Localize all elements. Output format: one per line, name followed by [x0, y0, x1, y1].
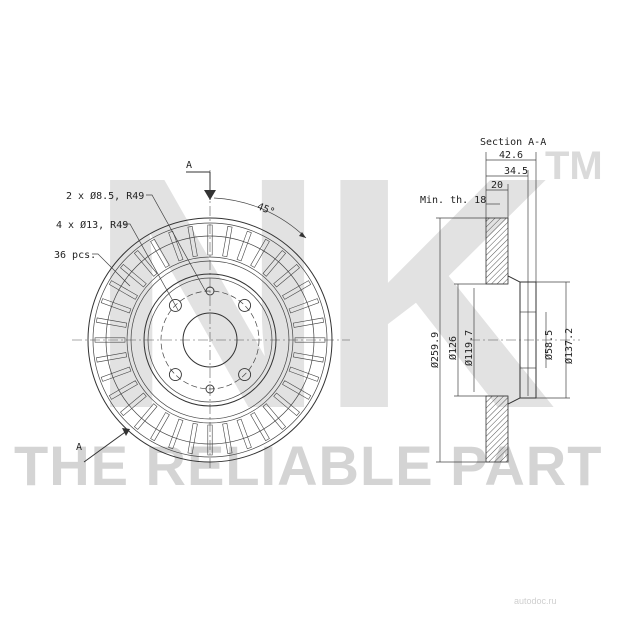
- friction-ring-bottom: [485, 395, 509, 463]
- cooling-vane: [168, 418, 184, 450]
- section-arrow-top-icon: [204, 190, 216, 200]
- locating-hole: [205, 384, 215, 394]
- cooling-vane: [100, 366, 132, 382]
- cooling-vane: [273, 392, 300, 417]
- cooling-vane: [250, 238, 270, 268]
- cooling-vane: [288, 298, 320, 314]
- section-arrow-bottom-icon: [122, 428, 130, 436]
- wheel-hole: [238, 368, 252, 382]
- angle-label: 45°: [255, 201, 276, 218]
- cooling-vane: [133, 403, 158, 430]
- bolt-circle: [160, 290, 260, 390]
- rotor-outer-edge: [87, 217, 333, 463]
- section-title: Section A-A: [480, 137, 546, 148]
- cooling-vane: [207, 424, 213, 456]
- cooling-vane: [120, 263, 147, 288]
- cooling-vanes: [94, 224, 326, 456]
- hat-outer-circle: [143, 273, 277, 407]
- cooling-vane: [282, 280, 312, 300]
- callout-vanes: 36 pcs.: [54, 250, 96, 261]
- cooling-vane: [94, 337, 126, 343]
- cooling-vane: [207, 224, 213, 256]
- cooling-vane: [133, 250, 158, 277]
- vane-inner-ring: [126, 256, 294, 424]
- dim-hat-outer-diameter: Ø137.2: [563, 328, 575, 364]
- wheel-hole: [238, 298, 252, 312]
- cooling-vane: [187, 422, 198, 454]
- cooling-vane: [262, 250, 287, 277]
- callout-wheel-holes-leader: [124, 223, 179, 311]
- dim-center-bore: Ø58.5: [543, 330, 555, 360]
- cooling-vane: [108, 280, 138, 300]
- dim-hat-diameter: Ø126: [447, 336, 459, 360]
- dim-outer-diameter: Ø259.9: [429, 332, 441, 368]
- cooling-vane: [292, 317, 324, 328]
- cooling-vane: [282, 380, 312, 400]
- cooling-vane: [100, 298, 132, 314]
- section-view: Section A-A 42.6 34.5 20 Min. th. 18: [420, 137, 580, 463]
- center-bore: [182, 312, 238, 368]
- cooling-vane: [168, 230, 184, 262]
- wheel-hole: [168, 298, 182, 312]
- section-marker-bottom-label: A: [76, 442, 82, 453]
- cooling-vane: [273, 263, 300, 288]
- cooling-vane: [187, 226, 198, 258]
- friction-inner-ring: [130, 260, 290, 420]
- cooling-vane: [236, 230, 252, 262]
- locating-hole: [205, 286, 215, 296]
- dim-total-height: 42.6: [499, 150, 523, 161]
- cooling-vane: [108, 380, 138, 400]
- callout-wheel-holes: 4 x Ø13, R49: [56, 219, 128, 231]
- front-view: 45° A A 2 x Ø8.5, R49 4 x Ø13, R49 36 pc…: [54, 160, 350, 470]
- trademark-watermark: TM: [545, 144, 603, 188]
- dim-thickness: 20: [491, 180, 503, 191]
- cooling-vane: [150, 238, 170, 268]
- friction-ring-top: [485, 217, 509, 285]
- vane-outer-ring: [105, 235, 315, 445]
- hat-inner-circle: [147, 277, 273, 403]
- section-marker-bottom-line: [83, 429, 129, 463]
- cooling-vane: [236, 418, 252, 450]
- cooling-vane: [288, 366, 320, 382]
- cooling-vane: [262, 403, 287, 430]
- cooling-vane: [120, 392, 147, 417]
- rotor-outer-edge-inner: [92, 222, 328, 458]
- angle-arc: [213, 197, 307, 239]
- cooling-vane: [222, 422, 233, 454]
- cooling-vane: [292, 352, 324, 363]
- cooling-vane: [150, 412, 170, 442]
- cooling-vane: [96, 352, 128, 363]
- cooling-vane: [96, 317, 128, 328]
- cooling-vane: [250, 412, 270, 442]
- dim-hat-height: 34.5: [504, 166, 528, 177]
- site-watermark: autodoc.ru: [514, 596, 557, 606]
- cooling-vane: [294, 337, 326, 343]
- angle-arrow-icon: [299, 232, 306, 238]
- callout-bolt-holes: 2 x Ø8.5, R49: [66, 190, 144, 202]
- hub-holes: [168, 286, 252, 394]
- hat-flange: [520, 281, 537, 399]
- section-marker-top-label: A: [186, 160, 192, 171]
- dim-min-thickness: Min. th. 18: [420, 195, 486, 206]
- dim-hat-inner-diameter: Ø119.7: [463, 330, 475, 366]
- callout-vanes-leader: [92, 253, 131, 287]
- cooling-vane: [222, 226, 233, 258]
- wheel-hole: [168, 368, 182, 382]
- callout-bolt-holes-leader: [146, 194, 207, 293]
